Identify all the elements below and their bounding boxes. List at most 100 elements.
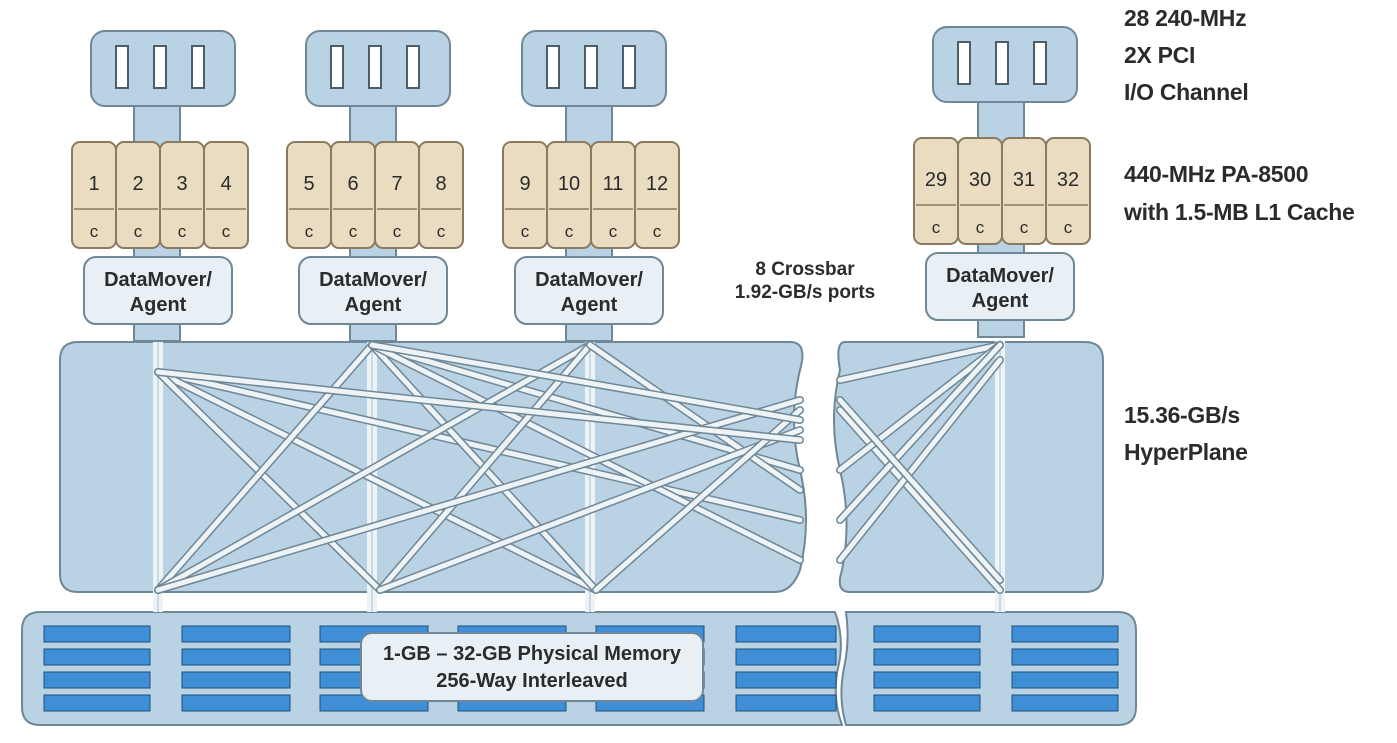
hyperplane-label: 15.36-GB/s HyperPlane xyxy=(1124,397,1248,471)
crossbar-link xyxy=(837,342,1003,383)
cpu-number-label: 29 xyxy=(925,169,947,191)
crossbar-link xyxy=(837,407,1003,593)
cache-label: c xyxy=(134,222,143,241)
cache-label: c xyxy=(653,222,662,241)
datamover-agent-label: Agent xyxy=(972,290,1029,312)
memory-bank xyxy=(1011,625,1119,643)
pci-slot xyxy=(546,45,560,89)
memory-bank xyxy=(735,694,837,712)
cpu-number-label: 10 xyxy=(558,173,580,195)
datamover-agent-box xyxy=(298,256,448,325)
pci-label: 28 240-MHz 2X PCI I/O Channel xyxy=(1124,0,1249,111)
hyperplane-label-line-1: 15.36-GB/s xyxy=(1124,402,1240,428)
memory-bank xyxy=(1011,648,1119,666)
memory-label-line-2: 256-Way Interleaved xyxy=(436,670,628,692)
pci-slot xyxy=(622,45,636,89)
cache-label: c xyxy=(932,218,941,237)
memory-bank xyxy=(43,671,151,689)
cpu-label: 440-MHz PA-8500 with 1.5-MB L1 Cache xyxy=(1124,155,1355,231)
crossbar-link xyxy=(155,342,375,593)
cpu-number-label: 32 xyxy=(1057,169,1079,191)
crossbar-link xyxy=(369,342,803,423)
memory-bank xyxy=(181,648,291,666)
datamover-agent-label: DataMover/ xyxy=(104,269,212,291)
memory-bank xyxy=(873,694,981,712)
pci-label-line-2: 2X PCI xyxy=(1124,42,1196,68)
pci-slot xyxy=(584,45,598,89)
cache-label: c xyxy=(437,222,446,241)
cpu-number-label: 3 xyxy=(176,173,187,195)
crossbar-lines xyxy=(153,340,1005,612)
crossbar-link xyxy=(155,369,803,443)
datamover-agent-box xyxy=(83,256,233,325)
memory-bank xyxy=(43,694,151,712)
cpu-number-label: 12 xyxy=(646,173,668,195)
crossbar-link xyxy=(155,342,593,593)
crossbar-link xyxy=(155,369,383,593)
hyperplane-left xyxy=(59,341,807,593)
pci-slot xyxy=(153,45,167,89)
memory-bank xyxy=(735,648,837,666)
crossbar-link xyxy=(837,397,1003,583)
crossbar-label: 8 Crossbar 1.92-GB/s ports xyxy=(715,258,895,304)
pci-slot xyxy=(368,45,382,89)
cpu-number-label: 31 xyxy=(1013,169,1035,191)
processor-nodes: 1c2c3c4cDataMover/Agent5c6c7c8cDataMover… xyxy=(71,26,1091,342)
cpu-number-label: 8 xyxy=(435,173,446,195)
cpu-number-label: 5 xyxy=(303,173,314,195)
memory-bank xyxy=(181,625,291,643)
crossbar-label-line-1: 8 Crossbar xyxy=(755,259,855,280)
cache-label: c xyxy=(521,222,530,241)
memory-label: 1-GB – 32-GB Physical Memory 256-Way Int… xyxy=(360,632,704,702)
memory-bank xyxy=(181,694,291,712)
datamover-agent-label: Agent xyxy=(561,294,618,316)
crossbar-link xyxy=(377,342,593,593)
datamover-agent-box xyxy=(514,256,664,325)
memory-bank xyxy=(181,671,291,689)
hyperplane-right xyxy=(833,341,1104,593)
pci-slot xyxy=(995,41,1009,85)
memory-bank xyxy=(1011,671,1119,689)
memory-bank xyxy=(873,625,981,643)
cache-label: c xyxy=(1020,218,1029,237)
cpu-number-label: 6 xyxy=(347,173,358,195)
cpu-number-label: 1 xyxy=(88,173,99,195)
cache-label: c xyxy=(222,222,231,241)
cpu-32 xyxy=(1045,137,1091,245)
cache-label: c xyxy=(976,218,985,237)
cache-label: c xyxy=(90,222,99,241)
cpu-number-label: 7 xyxy=(391,173,402,195)
crossbar-link xyxy=(587,342,803,493)
memory-bank xyxy=(1011,694,1119,712)
crossbar-link xyxy=(155,369,599,593)
cpu-12 xyxy=(634,141,680,249)
crossbar-link xyxy=(369,342,803,563)
pci-slot xyxy=(330,45,344,89)
cpu-label-line-1: 440-MHz PA-8500 xyxy=(1124,161,1309,187)
crossbar-link xyxy=(369,342,803,473)
pci-label-line-1: 28 240-MHz xyxy=(1124,5,1247,31)
memory-bank xyxy=(735,625,837,643)
cache-label: c xyxy=(305,222,314,241)
cache-label: c xyxy=(609,222,618,241)
pci-label-line-3: I/O Channel xyxy=(1124,79,1249,105)
cache-label: c xyxy=(178,222,187,241)
crossbar-link xyxy=(837,357,1003,563)
pci-slot xyxy=(191,45,205,89)
crossbar-link xyxy=(155,369,803,523)
crossbar-label-line-2: 1.92-GB/s ports xyxy=(734,282,876,303)
cpu-number-label: 30 xyxy=(969,169,991,191)
crossbar-link xyxy=(837,342,1003,523)
cache-label: c xyxy=(349,222,358,241)
cpu-number-label: 11 xyxy=(603,173,624,195)
cpu-number-label: 2 xyxy=(132,173,143,195)
cache-label: c xyxy=(565,222,574,241)
pci-slot xyxy=(1033,41,1047,85)
pci-slot xyxy=(115,45,129,89)
pci-slot xyxy=(957,41,971,85)
datamover-agent-label: DataMover/ xyxy=(946,265,1054,287)
